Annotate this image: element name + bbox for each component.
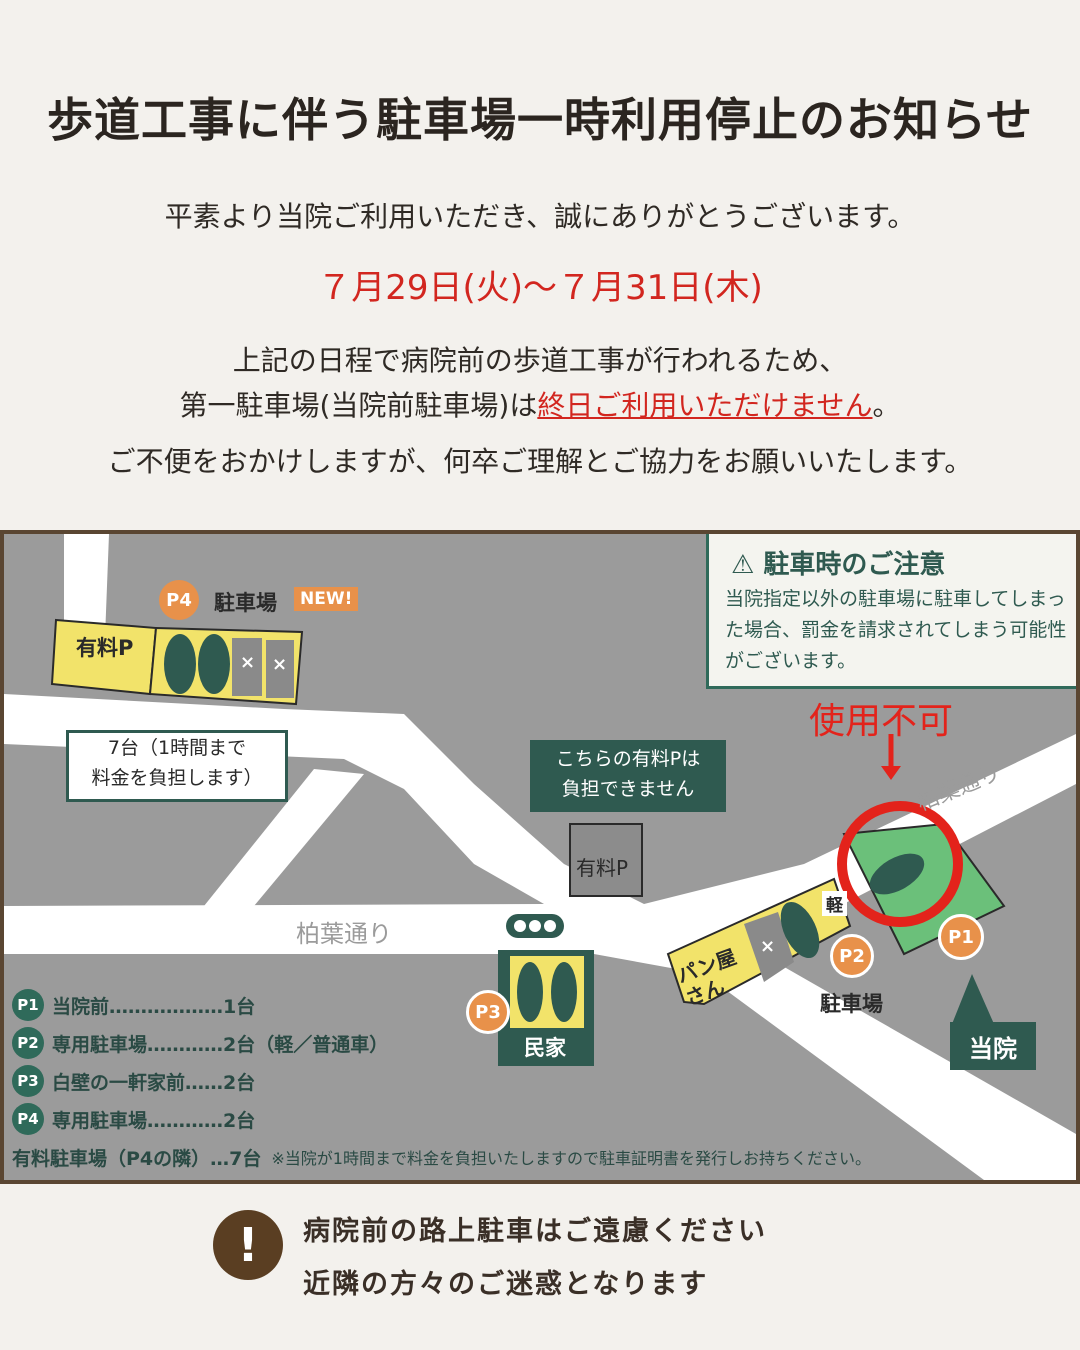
other-note-line-2: 負担できません bbox=[561, 778, 695, 800]
p3-badge: P3 bbox=[466, 990, 510, 1034]
warning-line-1: 病院前の路上駐車はご遠慮ください bbox=[303, 1216, 767, 1247]
other-paid-note: こちらの有料Pは 負担できません bbox=[530, 740, 726, 812]
car-icon bbox=[517, 962, 543, 1022]
closed-x-icon: × bbox=[760, 936, 776, 957]
legend-badge: P3 bbox=[12, 1065, 44, 1097]
paid-note-line-1: 7台（1時間まで bbox=[107, 737, 247, 759]
legend-paid-text: 有料駐車場（P4の隣）…7台 bbox=[12, 1147, 262, 1170]
legend-row-paid: 有料駐車場（P4の隣）…7台 ※当院が1時間まで料金を負担いたしますので駐車証明書… bbox=[12, 1138, 871, 1176]
signal-light bbox=[529, 920, 541, 932]
legend-row: P1 当院前………………1台 bbox=[12, 986, 871, 1024]
p4-badge: P4 bbox=[159, 580, 199, 620]
new-badge: NEW! bbox=[294, 587, 359, 611]
car-icon bbox=[869, 853, 925, 895]
closed-x-icon: × bbox=[240, 652, 256, 673]
warning-line-2: 近隣の方々のご迷惑となります bbox=[303, 1269, 709, 1300]
unavailable-label: 使用不可 bbox=[809, 701, 954, 742]
legend-text: 専用駐車場…………2台（軽／普通車） bbox=[52, 1033, 389, 1056]
exclamation-icon: ! bbox=[213, 1210, 283, 1280]
legend-badge: P1 bbox=[12, 989, 44, 1021]
page-title: 歩道工事に伴う駐車場一時利用停止のお知らせ bbox=[46, 93, 1034, 147]
closed-x-icon: × bbox=[272, 654, 288, 675]
legend-text: 専用駐車場…………2台 bbox=[52, 1109, 256, 1132]
legend-row: P2 専用駐車場…………2台（軽／普通車） bbox=[12, 1024, 871, 1062]
p4-space-closed-2 bbox=[266, 640, 294, 698]
road-diagonal bbox=[204, 769, 364, 906]
caution-title-text: 駐車時のご注意 bbox=[763, 550, 946, 580]
body-line-1: 上記の日程で病院前の歩道工事が行われるため、 bbox=[232, 344, 848, 377]
map-drawing bbox=[4, 534, 1076, 1180]
body-line-2: 第一駐車場(当院前駐車場)は終日ご利用いただけません。 bbox=[0, 383, 1080, 428]
legend-text: 白壁の一軒家前……2台 bbox=[52, 1071, 256, 1094]
caution-body: 当院指定以外の駐車場に駐車してしまった場合、罰金を請求されてしまう可能性がござい… bbox=[725, 588, 1067, 672]
notice-header: 歩道工事に伴う駐車場一時利用停止のお知らせ 平素より当院ご利用いただき、誠にあり… bbox=[0, 0, 1080, 530]
p2-badge: P2 bbox=[830, 934, 874, 978]
other-paid-label: 有料P bbox=[576, 856, 629, 880]
legend-text: 当院前………………1台 bbox=[52, 995, 256, 1018]
kei-label: 軽 bbox=[822, 891, 847, 916]
hospital-pointer bbox=[952, 974, 994, 1024]
p2-space-closed bbox=[744, 912, 794, 982]
notice-body: 上記の日程で病院前の歩道工事が行われるため、 第一駐車場(当院前駐車場)は終日ご… bbox=[0, 338, 1080, 428]
p1-badge: P1 bbox=[938, 914, 984, 960]
paid-lot-note: 7台（1時間まで 料金を負担します） bbox=[66, 730, 288, 802]
car-icon bbox=[551, 962, 577, 1022]
signal-light bbox=[544, 920, 556, 932]
unavailable-circle bbox=[837, 801, 963, 927]
legend-badge: P4 bbox=[12, 1103, 44, 1135]
warning-icon: ⚠ bbox=[731, 550, 755, 580]
apology-text: ご不便をおかけしますが、何卒ご理解とご協力をお願いいたします。 bbox=[107, 445, 973, 478]
p3-house-label: 民家 bbox=[524, 1036, 566, 1060]
legend-row: P3 白壁の一軒家前……2台 bbox=[12, 1062, 871, 1100]
paid-lot-label: 有料P bbox=[76, 636, 134, 660]
other-paid-lot bbox=[569, 823, 643, 897]
legend-row: P4 専用駐車場…………2台 bbox=[12, 1100, 871, 1138]
date-range: ７月29日(火)〜７月31日(木) bbox=[317, 268, 763, 308]
greeting-text: 平素より当院ご利用いただき、誠にありがとうございます。 bbox=[164, 200, 916, 233]
p4-space-closed-1 bbox=[232, 638, 262, 696]
unavailable-emphasis: 終日ご利用いただけません bbox=[537, 389, 873, 422]
p2-label: 駐車場 bbox=[820, 992, 883, 1016]
other-note-line-1: こちらの有料Pは bbox=[555, 748, 701, 770]
caution-title: ⚠ 駐車時のご注意 bbox=[731, 544, 945, 581]
hospital-label: 当院 bbox=[950, 1022, 1036, 1070]
body-line-2-post: 。 bbox=[872, 389, 901, 422]
paid-note-line-2: 料金を負担します） bbox=[91, 767, 263, 789]
arrow-down-icon bbox=[881, 766, 901, 780]
parking-legend: P1 当院前………………1台 P2 専用駐車場…………2台（軽／普通車） P3 白壁の… bbox=[12, 986, 871, 1176]
signal-light bbox=[514, 920, 526, 932]
car-icon bbox=[198, 634, 230, 694]
legend-badge: P2 bbox=[12, 1027, 44, 1059]
legend-note: ※当院が1時間まで料金を負担いたしますので駐車証明書を発行しお持ちください。 bbox=[271, 1149, 871, 1168]
car-icon bbox=[780, 901, 820, 959]
car-icon bbox=[164, 634, 196, 694]
caution-box: ⚠ 駐車時のご注意 当院指定以外の駐車場に駐車してしまった場合、罰金を請求されて… bbox=[706, 534, 1076, 689]
parking-map: ⚠ 駐車時のご注意 当院指定以外の駐車場に駐車してしまった場合、罰金を請求されて… bbox=[0, 530, 1080, 1184]
body-line-2-pre: 第一駐車場(当院前駐車場)は bbox=[179, 389, 538, 422]
p4-label: 駐車場 bbox=[214, 591, 277, 615]
footer-warning: ! 病院前の路上駐車はご遠慮ください 近隣の方々のご迷惑となります bbox=[0, 1184, 1080, 1350]
road-label-main: 柏葉通り bbox=[296, 920, 392, 948]
